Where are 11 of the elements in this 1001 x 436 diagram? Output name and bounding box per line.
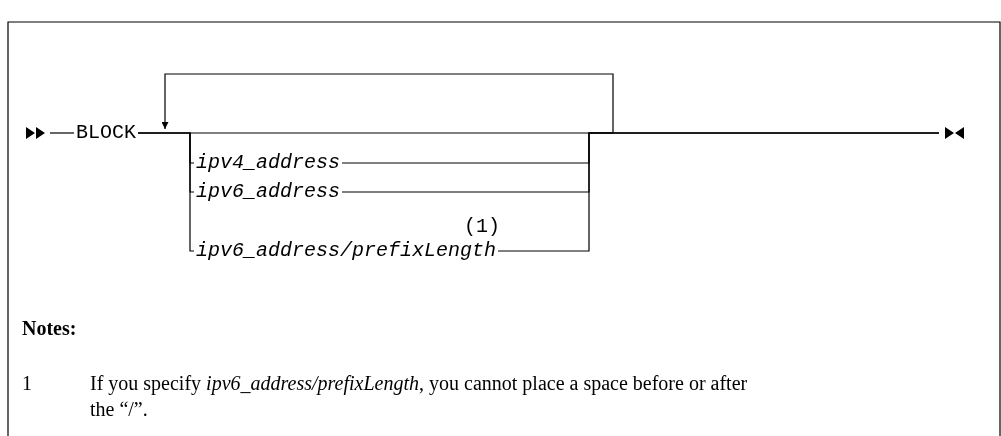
keyword-text: BLOCK <box>74 121 138 145</box>
variable-text: ipv6_address <box>194 180 343 204</box>
notes-heading: Notes: <box>22 316 77 341</box>
note-number: 1 <box>22 371 32 396</box>
syntax-line <box>497 132 940 252</box>
variable-text: ipv4_address <box>194 151 343 175</box>
syntax-line <box>49 132 75 134</box>
footnote-reference: (1) <box>463 215 502 239</box>
variable-text: ipv6_address/prefixLength <box>194 239 499 263</box>
syntax-line <box>137 132 195 252</box>
note-text: If you specify ipv6_address/prefixLength, you cannot place a space before or after the “/”. <box>90 371 749 422</box>
